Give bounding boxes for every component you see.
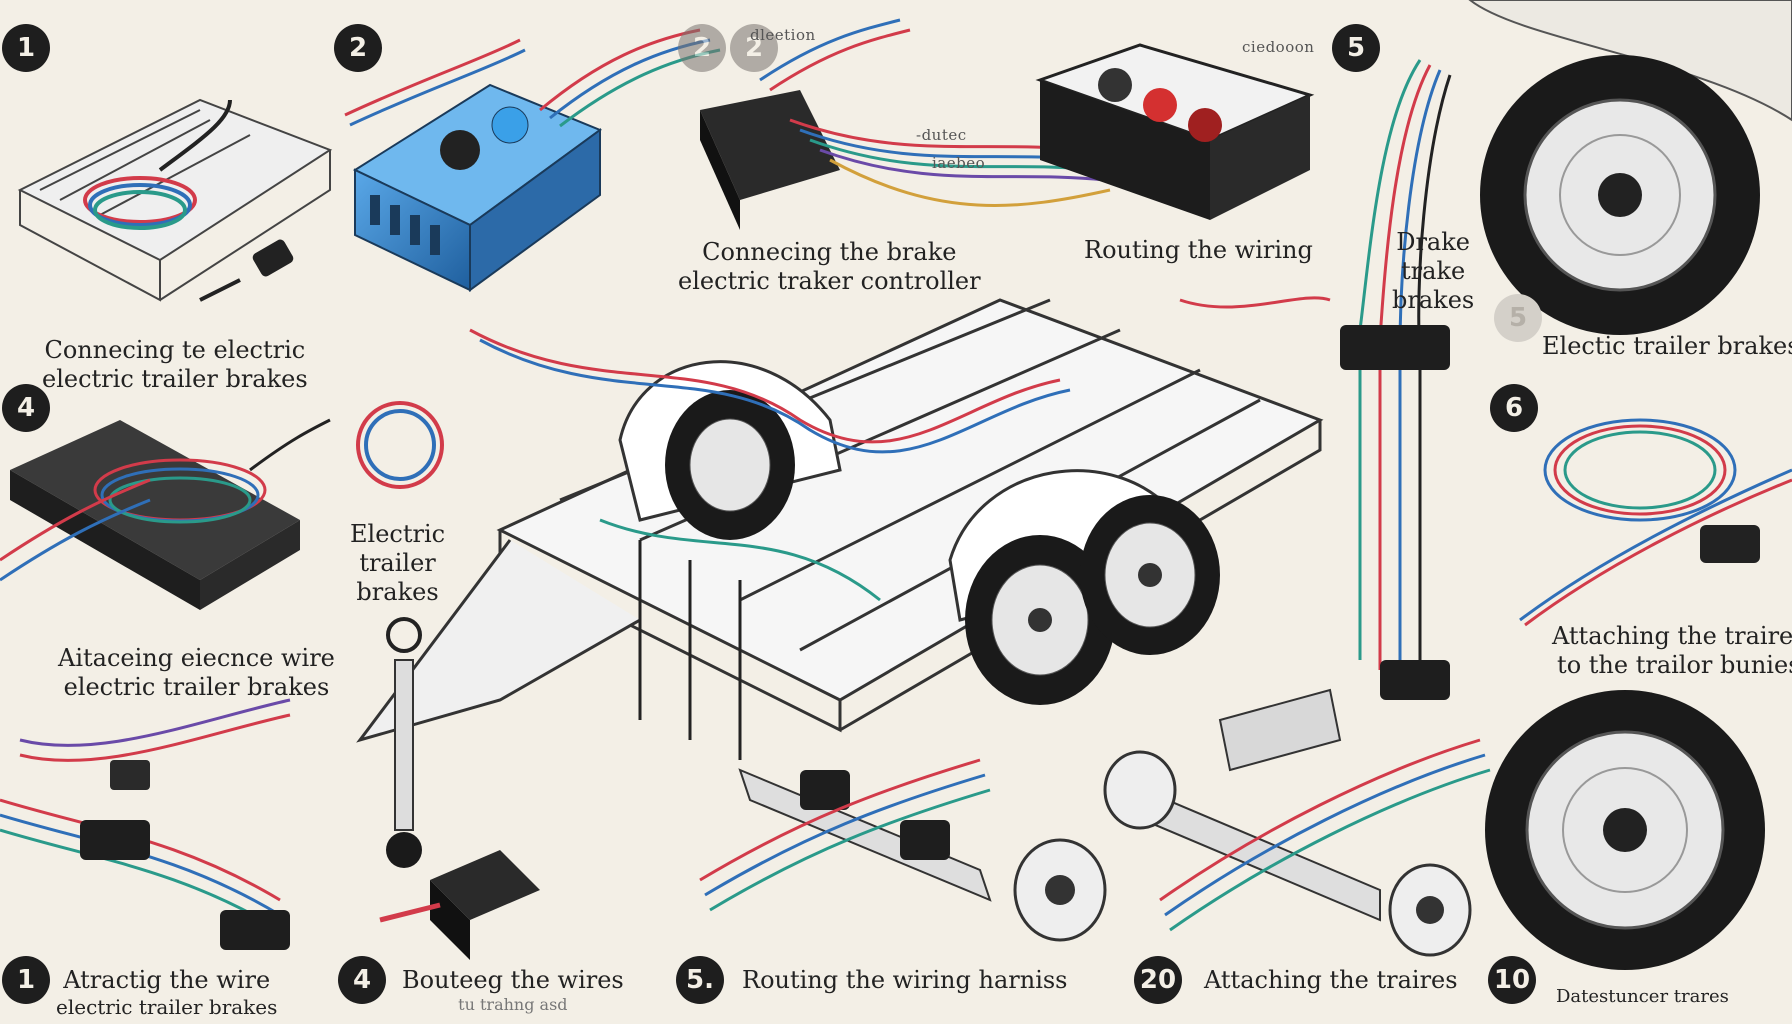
step-badge-4-bottom: 4 — [338, 956, 386, 1004]
caption-line: trake — [1401, 256, 1466, 285]
small-wire-loop — [356, 401, 444, 489]
wheel-bottom-right — [1485, 690, 1765, 970]
caption-line: tu trahng asd — [458, 994, 568, 1014]
step-badge-4: 4 — [2, 384, 50, 432]
wire-coil-1 — [83, 99, 232, 230]
caption-line: electric trailer brakes — [63, 672, 330, 701]
wire-coil-6 — [1519, 418, 1792, 627]
caption-line: electric trailer brakes — [42, 364, 308, 393]
small-label-mid: -dutec — [916, 126, 967, 144]
step-badge-2b: 2 — [730, 24, 778, 72]
chassis-wiring — [469, 296, 1331, 760]
caption-line: trailer — [359, 548, 436, 577]
caption-connecting-electric: Connecing te electric electric trailer b… — [42, 336, 308, 394]
bottom-left-connectors — [80, 760, 290, 950]
caption-line: electric trailer brakes — [56, 994, 278, 1019]
small-label-top-right: ciedooon — [1242, 38, 1315, 56]
wire-coil-4 — [0, 418, 331, 582]
step-badge-1-bottom: 1 — [2, 956, 50, 1004]
caption-attaching-traires-bottom: Attaching the traires — [1204, 966, 1458, 994]
caption-bouteeg-wires: Bouteeg the wires tu trahng asd — [402, 966, 624, 1014]
caption-line: brakes — [1392, 285, 1475, 314]
caption-connecting-brake: Connecing the brake electric traker cont… — [678, 238, 981, 296]
bottom-axle-wires — [699, 738, 1491, 932]
caption-line: Atractig the wire — [63, 966, 271, 994]
vertical-wire-run — [1358, 59, 1452, 690]
caption-datestuncer: Datestuncer trares — [1556, 986, 1729, 1007]
caption-electic-trailer-brakes: Electic trailer brakes — [1542, 332, 1792, 360]
trailer-jack — [386, 617, 422, 868]
wheel-top-right — [1468, 0, 1792, 335]
blue-controller-box — [352, 83, 603, 292]
step-badge-6: 6 — [1490, 384, 1538, 432]
caption-atractig-wire: Atractig the wire electric trailer brake… — [56, 966, 277, 1019]
caption-line: Bouteeg the wires — [402, 966, 624, 994]
caption-line: to the trailor bunies — [1557, 650, 1792, 679]
step-badge-20: 20 — [1134, 956, 1182, 1004]
caption-routing-wiring: Routing the wiring — [1084, 236, 1313, 264]
small-label-top: dleetion — [750, 26, 816, 44]
step-badge-10: 10 — [1488, 956, 1536, 1004]
caption-line: Connecing the brake — [702, 238, 957, 266]
small-label-mid-2: iaebeo — [932, 154, 986, 172]
caption-electric-trailer-brakes-mid: Electric trailer brakes — [350, 520, 445, 606]
wires-panel-3 — [759, 18, 1111, 207]
trailer-wheels — [665, 390, 1220, 705]
caption-line: Electric — [350, 520, 446, 548]
step-badge-5: 5 — [1332, 24, 1380, 72]
caption-drake-brakes: Drake trake brakes — [1392, 228, 1474, 314]
bottom-plug-4 — [379, 850, 540, 960]
trailer-frame-tray — [17, 98, 333, 302]
step-badge-5-faint: 5 — [1494, 294, 1542, 342]
caption-line: brakes — [356, 577, 439, 606]
caption-line: electric traker controller — [678, 266, 981, 295]
caption-line: Attaching the traires — [1552, 622, 1792, 650]
harness-connector-block — [700, 90, 840, 230]
caption-attaching-traires: Attaching the traires to the trailor bun… — [1552, 622, 1792, 680]
caption-line: Connecing te electric — [44, 336, 306, 364]
junction-block-5 — [1340, 325, 1450, 700]
left-black-box — [10, 420, 300, 610]
step-badge-2: 2 — [334, 24, 382, 72]
caption-attaching-wire: Aitaceing eiecnce wire electric trailer … — [58, 644, 335, 702]
bottom-left-harness — [0, 698, 291, 932]
connector-plug-1 — [199, 239, 294, 302]
step-badge-5-bottom: 5. — [676, 956, 724, 1004]
caption-line: Drake — [1396, 228, 1470, 256]
caption-routing-harness: Routing the wiring harniss — [742, 966, 1068, 994]
axle-assembly-2 — [1103, 688, 1472, 957]
axle-assembly-1 — [738, 768, 1107, 942]
caption-line: Aitaceing eiecnce wire — [58, 644, 335, 672]
step-badge-1: 1 — [2, 24, 50, 72]
step-badge-2a: 2 — [678, 24, 726, 72]
coil-connector-6 — [1700, 525, 1760, 563]
brake-controller — [1035, 43, 1315, 220]
